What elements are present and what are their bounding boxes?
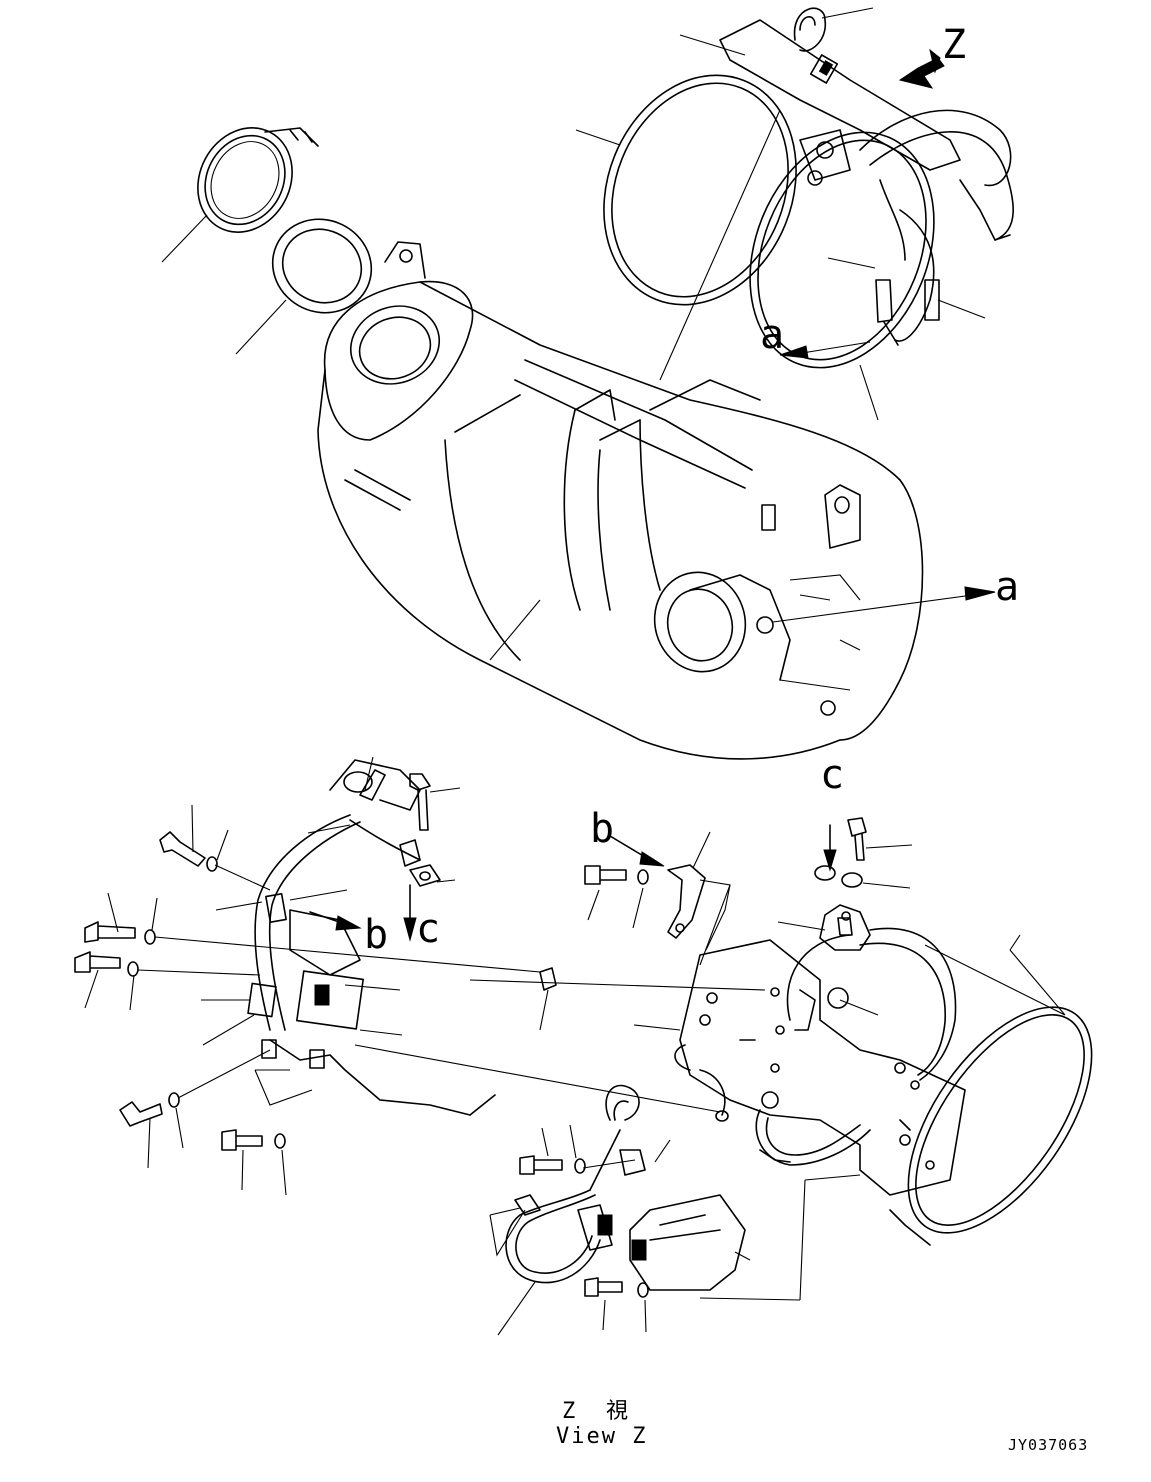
- ref-c-label-left: c: [416, 906, 440, 952]
- caption-view-z: View Z: [556, 1424, 647, 1449]
- mounting-bands-assembly: [575, 7, 1014, 421]
- ref-a-label-lower: a: [995, 564, 1019, 610]
- dpf-canister: [317, 109, 996, 760]
- ref-b-label-left: b: [364, 912, 388, 958]
- ref-b-label-right: b: [590, 806, 614, 852]
- caption-view-kanji: 視: [606, 1399, 630, 1424]
- ref-c-label-right: c: [820, 752, 844, 798]
- harness-right-assembly: [489, 1084, 801, 1336]
- v-band-clamp: [161, 127, 319, 263]
- view-z-label: Z: [942, 22, 966, 68]
- harness-left-assembly: [74, 756, 721, 1196]
- caption-z: Z: [562, 1399, 577, 1424]
- drawing-code: JY037063: [1008, 1436, 1088, 1454]
- spacer: [539, 967, 557, 1031]
- gasket-ring: [235, 218, 373, 355]
- bracket-assembly: [469, 817, 1093, 1301]
- ref-a-label-upper: a: [760, 312, 784, 358]
